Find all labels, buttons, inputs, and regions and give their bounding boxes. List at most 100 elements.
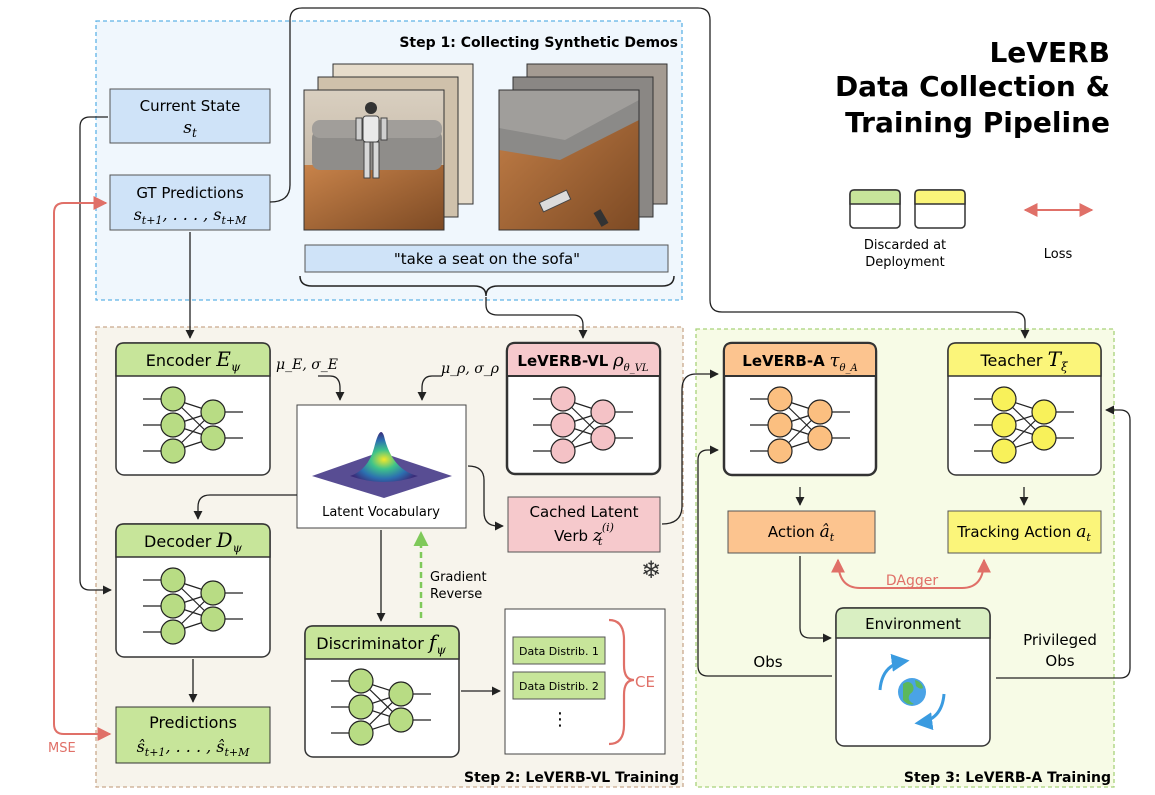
leverb-a-label: LeVERB-A xyxy=(742,352,825,370)
title-line3: Training Pipeline xyxy=(845,106,1110,139)
encoder-label: Encoder xyxy=(146,351,212,370)
leverb-vl-network-icon xyxy=(533,386,633,464)
tracking-action-label: Tracking Action xyxy=(956,523,1071,541)
nn-input-node xyxy=(991,438,1017,464)
scene-stack-right xyxy=(498,63,668,231)
svg-text:Teacher Tξ: Teacher Tξ xyxy=(979,347,1069,374)
mu-rho-label: μ_ρ, σ_ρ xyxy=(441,361,500,377)
nn-input-node xyxy=(160,619,186,645)
nn-input-node xyxy=(991,386,1017,412)
encoder-sub: ψ xyxy=(231,360,241,374)
connectors xyxy=(79,7,1131,703)
nn-output-node xyxy=(200,425,226,451)
gradient-reverse-line1: Gradient xyxy=(430,570,487,585)
current-state-label: Current State xyxy=(140,97,241,115)
obs-label: Obs xyxy=(753,653,782,671)
cached-latent-sup: (i) xyxy=(602,521,614,534)
encoder-symbol: E xyxy=(215,347,231,371)
step2-title: Step 2: LeVERB-VL Training xyxy=(464,770,679,786)
distribution-item-2 xyxy=(512,671,606,700)
leverb-a-module: LeVERB-A τθ_A xyxy=(722,341,878,477)
nn-output-node xyxy=(200,606,226,632)
current-state-symbol: s xyxy=(183,118,192,138)
gt-predictions-label: GT Predictions xyxy=(136,184,244,202)
mse-loss-arrow xyxy=(53,196,112,741)
discriminator-label: Discriminator xyxy=(316,634,424,653)
nn-input-node xyxy=(550,438,576,464)
nn-input-node xyxy=(348,668,374,694)
ce-label: CE xyxy=(635,673,655,691)
nn-input-node xyxy=(767,412,793,438)
nn-output-node xyxy=(1031,399,1057,425)
title-line2: Data Collection & xyxy=(835,70,1110,103)
scene-stack-left xyxy=(303,63,474,231)
legend-loss: Loss xyxy=(1023,203,1094,262)
legend-discarded: Discarded at Deployment xyxy=(849,189,966,270)
instruction-text: "take a seat on the sofa" xyxy=(394,250,580,268)
distribution-item-1 xyxy=(512,636,606,665)
svg-text:st+1, . . . , st+M: st+1, . . . , st+M xyxy=(134,205,248,227)
cached-latent-sub: t xyxy=(598,535,603,548)
leverb-a-sub: θ_A xyxy=(839,363,857,374)
decoder-module: Decoder Dψ xyxy=(115,523,271,658)
privileged-obs-line1: Privileged xyxy=(1023,631,1097,649)
ce-brace xyxy=(608,618,635,746)
globe-icon xyxy=(878,653,946,731)
discriminator-module: Discriminator fψ xyxy=(304,625,460,758)
nn-input-node xyxy=(767,386,793,412)
decoder-label: Decoder xyxy=(144,532,212,551)
decoder-network-icon xyxy=(143,567,243,645)
nn-output-node xyxy=(590,425,616,451)
environment-module: Environment xyxy=(835,607,991,747)
tracking-action-symbol: a xyxy=(1076,522,1086,542)
nn-input-node xyxy=(767,438,793,464)
svg-text:st: st xyxy=(183,118,197,140)
teacher-network-icon xyxy=(974,386,1074,464)
latent-vocabulary-box: Latent Vocabulary xyxy=(296,404,467,529)
current-state-box: Current State st xyxy=(109,88,271,144)
action-box: Action ât xyxy=(727,510,876,554)
discriminator-network-icon xyxy=(331,668,431,746)
predictions-box: Predictions ŝt+1, . . . , ŝt+M xyxy=(115,706,271,764)
latent-vocabulary-label: Latent Vocabulary xyxy=(322,505,440,520)
svg-text:Verb z(i)t: Verb z(i)t xyxy=(554,521,614,548)
svg-text:Decoder Dψ: Decoder Dψ xyxy=(144,528,242,555)
dagger-arrow xyxy=(831,558,991,589)
teacher-label: Teacher xyxy=(979,351,1042,370)
legend-discarded-line2: Deployment xyxy=(865,255,945,270)
gradient-reverse-line2: Reverse xyxy=(430,587,482,602)
nn-output-node xyxy=(807,399,833,425)
leverb-vl-label: LeVERB-VL xyxy=(517,352,608,370)
nn-input-node xyxy=(160,438,186,464)
decoder-sub: ψ xyxy=(233,541,243,555)
nn-input-node xyxy=(550,386,576,412)
legend-discarded-line1: Discarded at xyxy=(864,238,946,253)
nn-output-node xyxy=(590,399,616,425)
svg-text:Tracking Action at: Tracking Action at xyxy=(956,522,1091,544)
nn-output-node xyxy=(807,425,833,451)
svg-text:LeVERB-VL ρθ_VL: LeVERB-VL ρθ_VL xyxy=(517,350,648,374)
discriminator-sub: ψ xyxy=(436,643,446,657)
cached-latent-line2: Verb xyxy=(554,527,588,545)
encoder-network-icon xyxy=(143,386,243,464)
svg-text:Discriminator fψ: Discriminator fψ xyxy=(316,630,446,657)
distribution-ellipsis: ⋮ xyxy=(551,709,569,730)
svg-text:Action ât: Action ât xyxy=(768,522,835,544)
cached-latent-symbol: z xyxy=(592,526,603,546)
current-state-sub: t xyxy=(192,126,197,140)
step1-title: Step 1: Collecting Synthetic Demos xyxy=(399,35,678,51)
title-line1: LeVERB xyxy=(989,36,1110,69)
leverb-vl-sub: θ_VL xyxy=(624,363,649,374)
cached-latent-box: Cached Latent Verb z(i)t xyxy=(507,496,661,553)
nn-input-node xyxy=(991,412,1017,438)
nn-output-node xyxy=(388,707,414,733)
leverb-vl-module: LeVERB-VL ρθ_VL xyxy=(505,341,662,476)
teacher-sub: ξ xyxy=(1061,360,1069,374)
step3-title: Step 3: LeVERB-A Training xyxy=(904,770,1111,786)
nn-input-node xyxy=(160,412,186,438)
leverb-vl-symbol: ρ xyxy=(612,350,624,371)
leverb-a-network-icon xyxy=(750,386,850,464)
distributions-panel: Data Distrib. 1 Data Distrib. 2 ⋮ xyxy=(504,608,666,755)
dagger-label: DAgger xyxy=(886,573,938,589)
